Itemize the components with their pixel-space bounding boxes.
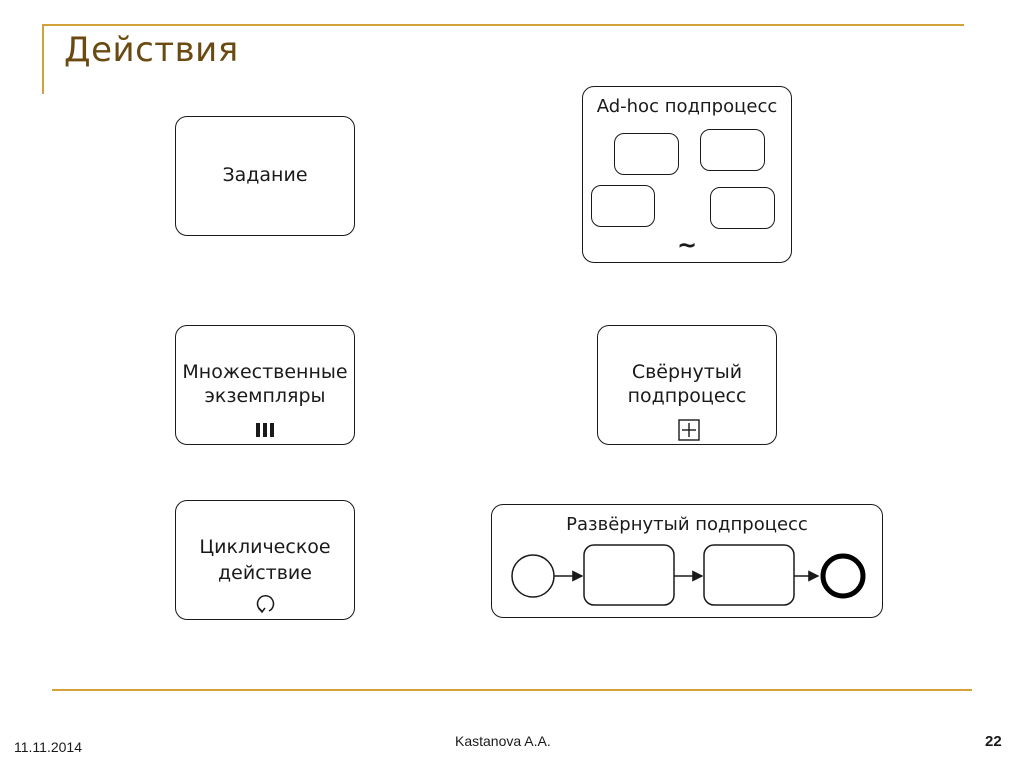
task-label: Задание	[222, 164, 308, 186]
plus-square-icon	[678, 419, 700, 441]
collapsed-label-line2: подпроцесс	[627, 385, 747, 407]
expanded-label: Развёрнутый подпроцесс	[566, 514, 808, 535]
footer-author: Kastanova A.A.	[455, 733, 551, 749]
top-rule	[42, 24, 964, 26]
multi-label-line2: экземпляры	[204, 385, 326, 407]
tilde-icon: ~	[676, 231, 698, 259]
bottom-rule	[52, 689, 972, 691]
adhoc-inner-task	[700, 129, 765, 171]
loop-arrow-icon	[256, 595, 275, 614]
left-rule	[42, 24, 44, 94]
adhoc-inner-task	[591, 185, 655, 227]
adhoc-inner-task	[614, 133, 679, 175]
parallel-bars-icon	[256, 423, 274, 437]
adhoc-label: Ad-hoc подпроцесс	[596, 96, 778, 117]
collapsed-label-line1: Свёрнутый	[631, 361, 743, 383]
multi-instance-shape: Множественные экземпляры	[175, 325, 355, 445]
task-shape: Задание	[175, 116, 355, 236]
expanded-flow	[511, 544, 866, 606]
page-number: 22	[985, 733, 1002, 750]
expanded-subprocess-shape: Развёрнутый подпроцесс	[491, 504, 883, 618]
collapsed-subprocess-shape: Свёрнутый подпроцесс	[597, 325, 777, 445]
loop-label-line2: действие	[218, 562, 312, 584]
end-event-icon	[820, 553, 866, 599]
adhoc-inner-task	[710, 187, 775, 229]
start-event-icon	[511, 554, 555, 598]
multi-label-line1: Множественные	[182, 361, 348, 383]
expanded-inner-task	[703, 544, 795, 606]
slide-title: Действия	[64, 30, 239, 70]
footer-date: 11.11.2014	[14, 739, 82, 755]
expanded-inner-task	[583, 544, 675, 606]
adhoc-subprocess-shape: Ad-hoc подпроцесс ~	[582, 86, 792, 263]
loop-activity-shape: Циклическое действие	[175, 500, 355, 620]
loop-label-line1: Циклическое	[199, 536, 331, 558]
